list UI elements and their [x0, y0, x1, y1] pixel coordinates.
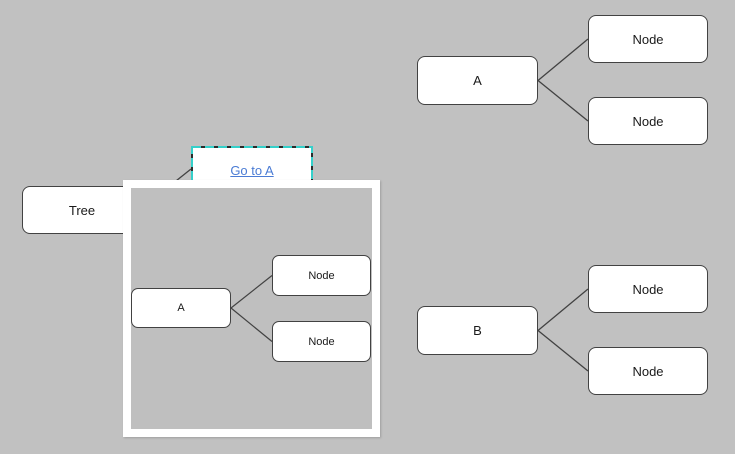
preview-node-child-2-label: Node	[308, 335, 335, 348]
node-tree-label: Tree	[68, 202, 96, 218]
node-a-child-1[interactable]: Node	[588, 15, 708, 63]
preview-node-child-2: Node	[272, 321, 371, 362]
node-a-child-2-label: Node	[632, 113, 664, 129]
node-a-child-2[interactable]: Node	[588, 97, 708, 145]
preview-node-a-label: A	[177, 302, 185, 314]
node-b-label: B	[473, 323, 482, 338]
preview-node-child-1-label: Node	[308, 269, 335, 282]
edge-a-to-node1	[537, 38, 589, 82]
page-preview-frame: A Node Node	[123, 180, 380, 437]
node-b-child-2[interactable]: Node	[588, 347, 708, 395]
node-b-child-1[interactable]: Node	[588, 265, 708, 313]
page-preview-content: A Node Node	[131, 188, 372, 429]
edge-b-to-node1	[537, 288, 589, 332]
preview-edge-a-to-node2	[230, 307, 273, 342]
preview-node-a: A	[131, 288, 231, 328]
edge-b-to-node2	[537, 329, 589, 372]
node-b-root[interactable]: B	[417, 306, 538, 355]
node-b-child-2-label: Node	[632, 363, 664, 379]
go-to-a-link[interactable]: Go to A	[230, 162, 274, 178]
node-a-child-1-label: Node	[632, 31, 664, 47]
node-b-child-1-label: Node	[632, 281, 664, 297]
edge-a-to-node2	[537, 79, 589, 122]
node-tree[interactable]: Tree	[22, 186, 142, 234]
preview-edge-a-to-node1	[230, 275, 273, 309]
preview-node-child-1: Node	[272, 255, 371, 296]
node-a-label: A	[473, 73, 482, 88]
node-a-root[interactable]: A	[417, 56, 538, 105]
